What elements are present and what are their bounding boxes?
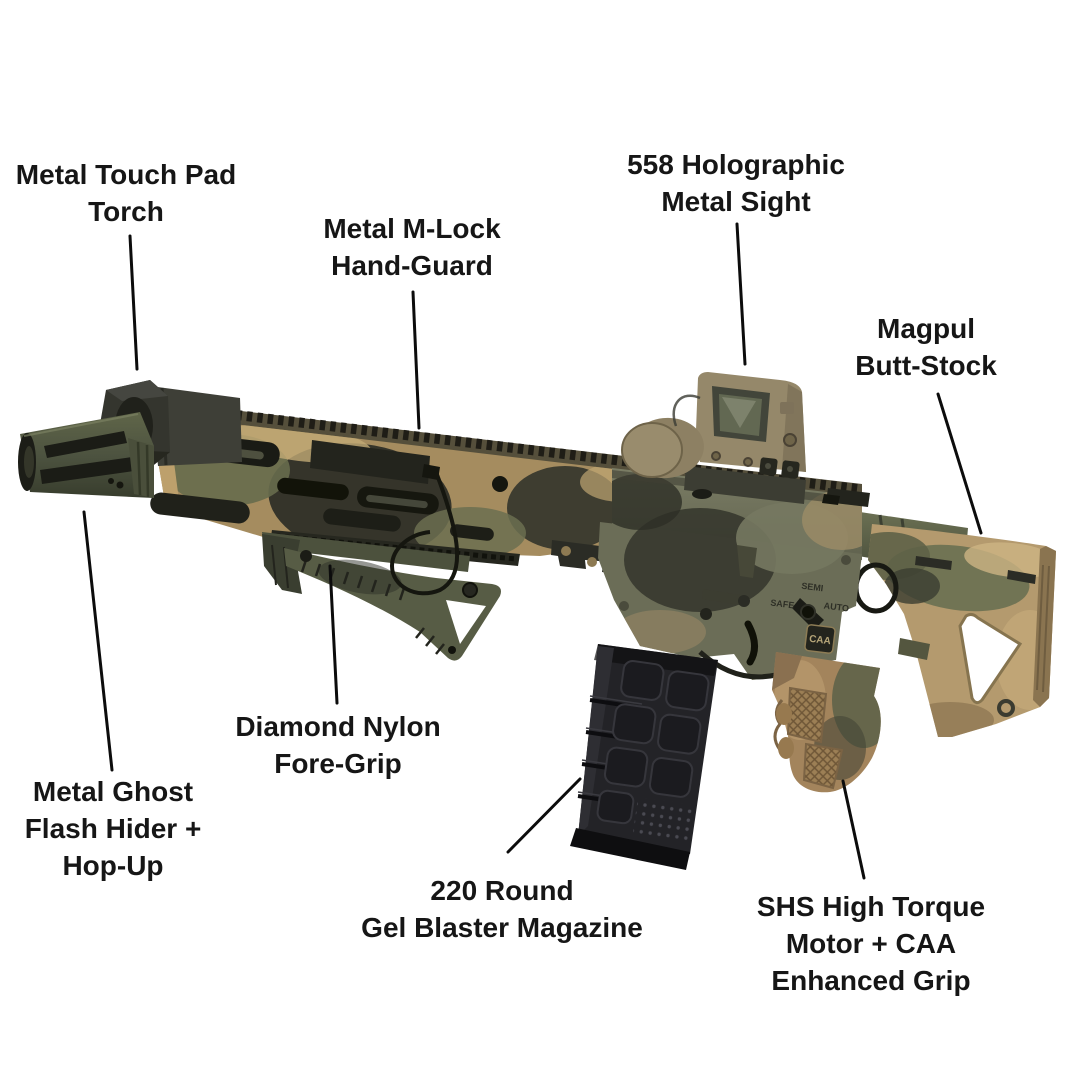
label-sight-line1: 558 Holographic — [627, 149, 845, 180]
leader-sight — [735, 222, 747, 366]
caa-badge-text: CAA — [809, 634, 832, 648]
qd-socket — [492, 476, 508, 492]
label-sight-line2: Metal Sight — [661, 186, 811, 217]
label-grip-line1: SHS High Torque — [756, 891, 986, 922]
fore-grip-part — [262, 532, 501, 661]
grip-part — [772, 652, 881, 793]
fore-grip-cutout — [446, 600, 486, 644]
sight-logo — [780, 402, 794, 414]
leader-flash-hider — [82, 510, 114, 772]
label-hand-guard-line2: Hand-Guard — [331, 250, 493, 281]
trigger — [744, 620, 758, 666]
label-magazine-line2: Gel Blaster Magazine — [361, 912, 643, 943]
butt-stock-part — [853, 512, 1056, 737]
label-grip-line2: Motor + CAA — [785, 928, 957, 959]
sight-part — [621, 372, 806, 504]
label-torch: Metal Touch Pad Torch — [16, 156, 236, 230]
marking-safe: SAFE — [770, 598, 795, 611]
label-torch-line2: Torch — [88, 196, 164, 227]
sight-wire — [672, 394, 701, 427]
label-grip-line3: Enhanced Grip — [771, 965, 971, 996]
sight-mount — [684, 466, 806, 504]
leader-magazine — [506, 777, 582, 854]
label-flash-hider-line3: Hop-Up — [62, 850, 164, 881]
rifle: SAFE SEMI AUTO CAA — [18, 372, 1056, 870]
leader-torch — [128, 234, 139, 371]
stock-cutout — [958, 612, 1023, 705]
label-butt-stock: Magpul Butt-Stock — [855, 310, 997, 384]
label-flash-hider: Metal Ghost Flash Hider + Hop-Up — [25, 773, 202, 884]
label-fore-grip: Diamond Nylon Fore-Grip — [235, 708, 440, 782]
cable-loop — [389, 471, 460, 596]
label-fore-grip-line2: Fore-Grip — [274, 748, 402, 779]
label-magazine-line1: 220 Round — [430, 875, 574, 906]
grip-checkering-upper — [786, 686, 828, 744]
label-magazine: 220 Round Gel Blaster Magazine — [361, 872, 643, 946]
leader-fore-grip — [328, 564, 339, 705]
leader-lines — [82, 222, 983, 880]
label-fore-grip-line1: Diamond Nylon — [235, 711, 441, 742]
label-flash-hider-line1: Metal Ghost — [32, 776, 194, 807]
torch-body — [150, 386, 242, 466]
leader-hand-guard — [411, 290, 421, 430]
grip-checkering-lower — [802, 742, 844, 790]
leader-butt-stock — [936, 392, 983, 535]
caa-badge — [804, 624, 836, 654]
label-butt-stock-line1: Magpul — [876, 313, 975, 344]
battery-box — [310, 440, 430, 484]
magazine-part — [570, 644, 718, 870]
flash-hider-part — [18, 412, 154, 498]
receiver-part: SAFE SEMI AUTO CAA — [598, 468, 870, 680]
label-hand-guard: Metal M-Lock Hand-Guard — [323, 210, 500, 284]
marking-auto: AUTO — [823, 601, 849, 614]
label-butt-stock-line2: Butt-Stock — [855, 350, 997, 381]
receiver-camo — [598, 474, 862, 654]
label-sight: 558 Holographic Metal Sight — [627, 146, 845, 220]
label-torch-line1: Metal Touch Pad — [15, 159, 237, 190]
label-hand-guard-line1: Metal M-Lock — [323, 213, 501, 244]
marking-semi: SEMI — [801, 581, 824, 594]
magazine-baseplate — [570, 828, 690, 870]
label-grip: SHS High Torque Motor + CAA Enhanced Gri… — [757, 888, 985, 999]
label-flash-hider-line2: Flash Hider + — [24, 813, 202, 844]
magazine-panels — [596, 660, 710, 845]
leader-grip — [841, 779, 866, 880]
